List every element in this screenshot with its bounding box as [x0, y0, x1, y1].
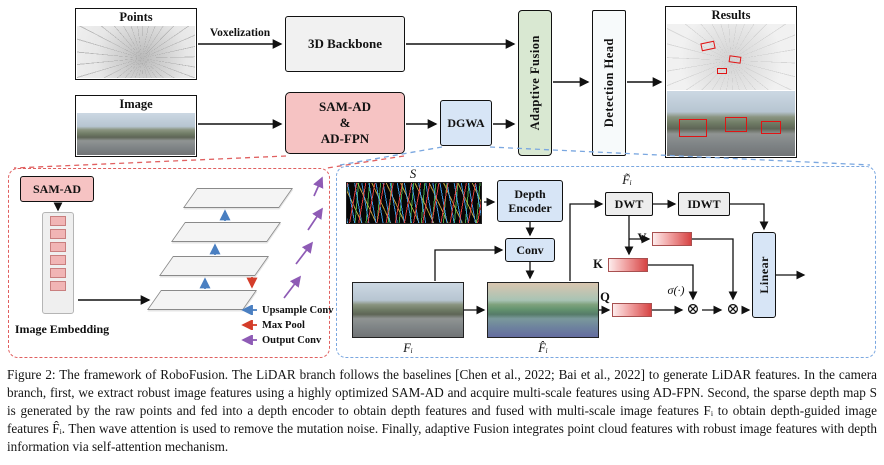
k-gradient-bar: [608, 258, 648, 272]
image-box: Image: [75, 95, 197, 157]
fi-label: Fᵢ: [403, 341, 413, 355]
depth-encoder-box: Depth Encoder: [497, 180, 563, 222]
detection-mark: [717, 68, 727, 74]
sam-ad-fpn-line2: &: [339, 115, 351, 130]
ftilde-label: F̃ᵢ: [622, 173, 632, 187]
feature-map-level-1: [182, 188, 294, 208]
image-title: Image: [119, 97, 153, 111]
results-title: Results: [711, 8, 751, 22]
embedding-token: [50, 268, 66, 278]
adaptive-fusion-label: Adaptive Fusion: [527, 35, 542, 131]
sam-ad-fpn-line3: AD-FPN: [320, 131, 370, 146]
sparse-depth-label: S: [409, 166, 417, 181]
idwt-box: IDWT: [678, 192, 730, 216]
q-gradient-bar: [612, 303, 652, 317]
left-arrow-icon: [241, 320, 257, 330]
left-arrow-icon: [241, 305, 257, 315]
v-gradient-bar: [652, 232, 692, 246]
detection-box: [679, 119, 707, 137]
dwt-box: DWT: [605, 192, 653, 216]
sam-ad-small-box: SAM-AD: [20, 176, 94, 202]
embedding-token: [50, 281, 66, 291]
embedding-token: [50, 229, 66, 239]
multiply-icon: ⊗: [726, 301, 740, 318]
q-label: Q: [600, 290, 610, 304]
k-label: K: [593, 257, 603, 271]
detection-box: [725, 117, 747, 132]
dgwa-panel: [336, 166, 876, 358]
feature-map-level-3: [158, 256, 270, 276]
sam-ad-fpn-line1: SAM-AD: [319, 99, 371, 114]
left-arrow-icon: [241, 335, 257, 345]
v-label: V: [637, 231, 647, 245]
points-title: Points: [119, 10, 153, 24]
results-lidar-image: [667, 24, 795, 90]
results-photo: [667, 91, 795, 156]
image-embedding-tokens: [42, 212, 74, 314]
conv-box: Conv: [505, 238, 555, 262]
fi-image: [352, 282, 464, 338]
detection-head-box: Detection Head: [592, 10, 626, 156]
sam-ad-fpn-box: SAM-AD & AD-FPN: [285, 92, 405, 154]
dgwa-box: DGWA: [440, 100, 492, 146]
embedding-token: [50, 216, 66, 226]
legend-output-conv: Output Conv: [238, 333, 321, 347]
linear-label: Linear: [756, 256, 771, 294]
adaptive-fusion-box: Adaptive Fusion: [518, 10, 552, 156]
legend-upsample-label: Upsample Conv: [262, 304, 334, 316]
legend-output-label: Output Conv: [262, 334, 322, 346]
feature-map-level-2: [170, 222, 282, 242]
embedding-token: [50, 255, 66, 265]
image-photo: [77, 113, 195, 155]
image-embedding-label: Image Embedding: [14, 322, 110, 336]
linear-box: Linear: [752, 232, 776, 318]
fhat-label: F̂ᵢ: [538, 341, 548, 355]
figure-caption: Figure 2: The framework of RoboFusion. T…: [7, 367, 877, 455]
sparse-depth-map-image: [346, 182, 482, 224]
detection-head-label: Detection Head: [601, 38, 616, 128]
results-box: Results: [665, 6, 797, 158]
points-lidar-image: [77, 26, 195, 78]
legend-max-pool: Max Pool: [238, 318, 305, 332]
multiply-icon: ⊗: [686, 301, 700, 318]
legend-upsample-conv: Upsample Conv: [238, 303, 333, 317]
voxelization-label: Voxelization: [209, 27, 271, 39]
backbone-box: 3D Backbone: [285, 16, 405, 72]
embedding-token: [50, 242, 66, 252]
fhat-image: [487, 282, 599, 338]
points-box: Points: [75, 8, 197, 80]
detection-mark: [700, 40, 716, 52]
sigma-label: σ(·): [667, 283, 685, 297]
detection-box: [761, 121, 781, 134]
detection-mark: [728, 55, 742, 64]
legend-maxpool-label: Max Pool: [262, 319, 305, 331]
